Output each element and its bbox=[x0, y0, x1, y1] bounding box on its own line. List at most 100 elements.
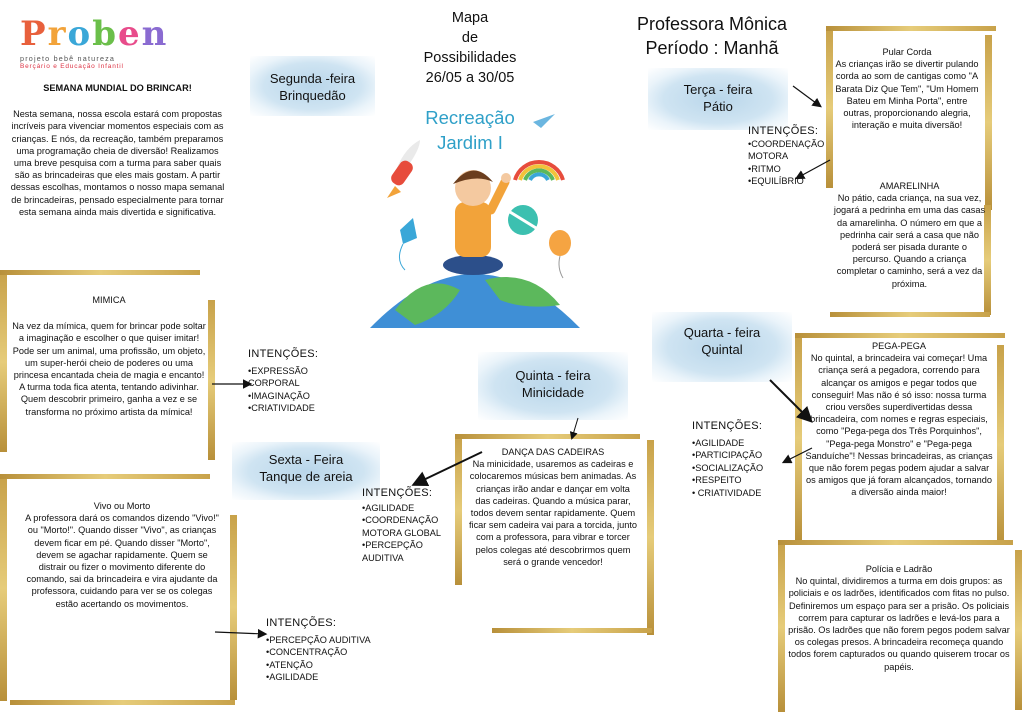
arrow-vivo bbox=[214, 628, 268, 639]
day-location: Quintal bbox=[701, 342, 743, 357]
danca-body: Na minicidade, usaremos as cadeiras e co… bbox=[468, 459, 637, 567]
map-dates: 26/05 a 30/05 bbox=[425, 70, 515, 86]
danca-section: DANÇA DAS CADEIRAS Na minicidade, usarem… bbox=[468, 446, 638, 568]
globe-icon bbox=[370, 274, 580, 328]
intentions-heading: INTENÇÕES: bbox=[692, 420, 763, 432]
pega-section: PEGA-PEGA No quintal, a brincadeira vai … bbox=[804, 340, 994, 499]
gold-frame-left-policia bbox=[778, 542, 785, 712]
day-location: Tanque de areia bbox=[259, 469, 353, 484]
gold-frame-left-vivo bbox=[0, 476, 7, 701]
intention-item: •ATENÇÃO bbox=[266, 659, 313, 670]
intention-item: •CONCENTRAÇÃO bbox=[266, 647, 348, 657]
rocket-icon bbox=[387, 140, 420, 198]
policia-title: Polícia e Ladrão bbox=[865, 564, 933, 574]
gold-frame-right-pular bbox=[985, 35, 992, 210]
gold-frame-top-policia bbox=[778, 540, 1013, 545]
arrow-tuesday bbox=[792, 85, 822, 108]
pega-body: No quintal, a brincadeira vai começar! U… bbox=[805, 353, 993, 498]
logo-letter: P bbox=[20, 14, 48, 54]
day-name: Quinta - feira bbox=[515, 368, 591, 383]
intention-item: •AGILIDADE bbox=[266, 672, 319, 682]
gold-frame-left-mimica bbox=[0, 272, 7, 452]
wednesday-intentions: INTENÇÕES: •AGILIDADE •PARTICIPAÇÃO •SOC… bbox=[692, 420, 792, 499]
friday-intentions: INTENÇÕES: •AGILIDADE •COORDENAÇÃO MOTOR… bbox=[362, 487, 462, 564]
mimica-body: Na vez da mímica, quem for brincar pode … bbox=[12, 321, 206, 417]
day-location: Minicidade bbox=[521, 385, 585, 400]
pular-body: As crianças irão se divertir pulando cor… bbox=[835, 59, 979, 131]
intro-section: SEMANA MUNDIAL DO BRINCAR! Nesta semana,… bbox=[10, 82, 225, 218]
intention-item: •CRIATIVIDADE bbox=[248, 403, 315, 413]
recreation-line: Recreação bbox=[425, 107, 515, 128]
vivo-section: Vivo ou Morto A professora dará os coman… bbox=[22, 500, 222, 610]
logo-letter: e bbox=[117, 14, 142, 54]
intention-item: •COORDENAÇÃO MOTORA GLOBAL bbox=[362, 515, 441, 538]
pular-section: Pular Corda As crianças irão se divertir… bbox=[832, 46, 982, 131]
amarelinha-title: AMARELINHA bbox=[879, 181, 940, 191]
intention-item: •PARTICIPAÇÃO bbox=[692, 450, 763, 460]
logo-letter: o bbox=[67, 14, 93, 54]
logo-tagline: Berçário e Educação Infantil bbox=[20, 63, 124, 70]
day-name: Terça - feira bbox=[683, 82, 753, 97]
ball-icon bbox=[508, 205, 538, 235]
arrow-friday bbox=[411, 451, 483, 487]
mimica-title: MIMICA bbox=[92, 295, 126, 305]
rainbow-icon bbox=[513, 160, 565, 182]
logo-subtitle: projeto bebê natureza bbox=[20, 54, 116, 63]
gold-frame-bottom-amarelinha bbox=[830, 312, 990, 317]
gold-frame-top-vivo bbox=[0, 474, 210, 479]
day-cloud-thursday: Quinta - feira Minicidade bbox=[478, 352, 628, 420]
arrow-wednesday-intent bbox=[781, 447, 813, 464]
paper-plane-icon bbox=[533, 114, 555, 128]
logo-letter: r bbox=[47, 14, 68, 54]
day-name: Segunda -feira bbox=[269, 71, 356, 86]
intro-body: Nesta semana, nossa escola estará com pr… bbox=[10, 109, 225, 217]
map-title-line: de bbox=[461, 30, 479, 46]
proben-logo: Proben projeto bebê natureza Berçário e … bbox=[20, 14, 168, 70]
intentions-heading: INTENÇÕES: bbox=[362, 487, 433, 499]
intention-item: • CRIATIVIDADE bbox=[692, 487, 762, 498]
period: Período : Manhã bbox=[645, 38, 779, 58]
logo-letter: b bbox=[92, 14, 118, 54]
pular-title: Pular Corda bbox=[882, 47, 932, 57]
intro-title: SEMANA MUNDIAL DO BRINCAR! bbox=[43, 83, 192, 93]
intention-item: •EXPRESSÃO CORPORAL bbox=[248, 365, 308, 389]
gold-frame-right-danca bbox=[647, 440, 654, 635]
amarelinha-body: No pátio, cada criança, na sua vez, joga… bbox=[833, 193, 986, 289]
intention-item: •PERCEPÇÃO AUDITIVA bbox=[266, 634, 371, 645]
kite-icon bbox=[399, 218, 417, 271]
map-title-line: Possibilidades bbox=[423, 50, 517, 66]
day-cloud-friday: Sexta - Feira Tanque de areia bbox=[232, 442, 380, 500]
intentions-heading: INTENÇÕES: bbox=[248, 348, 319, 360]
recreation-title: Recreação Jardim I bbox=[400, 105, 540, 155]
gold-frame-top-pega bbox=[795, 333, 1005, 338]
day-name: Quarta - feira bbox=[683, 325, 761, 340]
gold-frame-bottom-vivo bbox=[10, 700, 235, 705]
intention-item: •SOCIALIZAÇÃO bbox=[692, 462, 764, 473]
child-on-globe-illustration bbox=[370, 114, 580, 328]
day-cloud-tuesday: Terça - feira Pátio bbox=[648, 68, 788, 130]
arrow-thursday bbox=[569, 417, 579, 440]
teacher-block: Professora Mônica Período : Manhã bbox=[612, 12, 812, 60]
gold-frame-top-pular bbox=[826, 26, 996, 31]
gold-frame-right-pega bbox=[997, 345, 1004, 545]
gold-frame-top-danca bbox=[455, 434, 640, 439]
teacher-name: Professora Mônica bbox=[636, 14, 788, 34]
gold-frame-left-danca bbox=[455, 437, 462, 585]
map-title: Mapa de Possibilidades 26/05 a 30/05 bbox=[400, 8, 540, 88]
intention-item: •RESPEITO bbox=[692, 475, 742, 485]
amarelinha-section: AMARELINHA No pátio, cada criança, na su… bbox=[832, 180, 987, 290]
recreation-line: Jardim I bbox=[437, 132, 503, 153]
intention-item: •RITMO bbox=[748, 163, 781, 174]
policia-section: Polícia e Ladrão No quintal, dividiremos… bbox=[788, 563, 1010, 673]
day-cloud-monday: Segunda -feira Brinquedão bbox=[250, 56, 375, 116]
balloon-icon bbox=[549, 230, 571, 279]
boy-icon bbox=[443, 170, 511, 275]
day-location: Brinquedão bbox=[279, 88, 346, 103]
gold-frame-right-policia bbox=[1015, 550, 1022, 710]
map-title-line: Mapa bbox=[451, 10, 489, 26]
gold-frame-left-pular bbox=[826, 28, 833, 188]
day-location: Pátio bbox=[703, 99, 733, 114]
intention-item: •AGILIDADE bbox=[362, 502, 415, 513]
vivo-title: Vivo ou Morto bbox=[93, 501, 151, 511]
